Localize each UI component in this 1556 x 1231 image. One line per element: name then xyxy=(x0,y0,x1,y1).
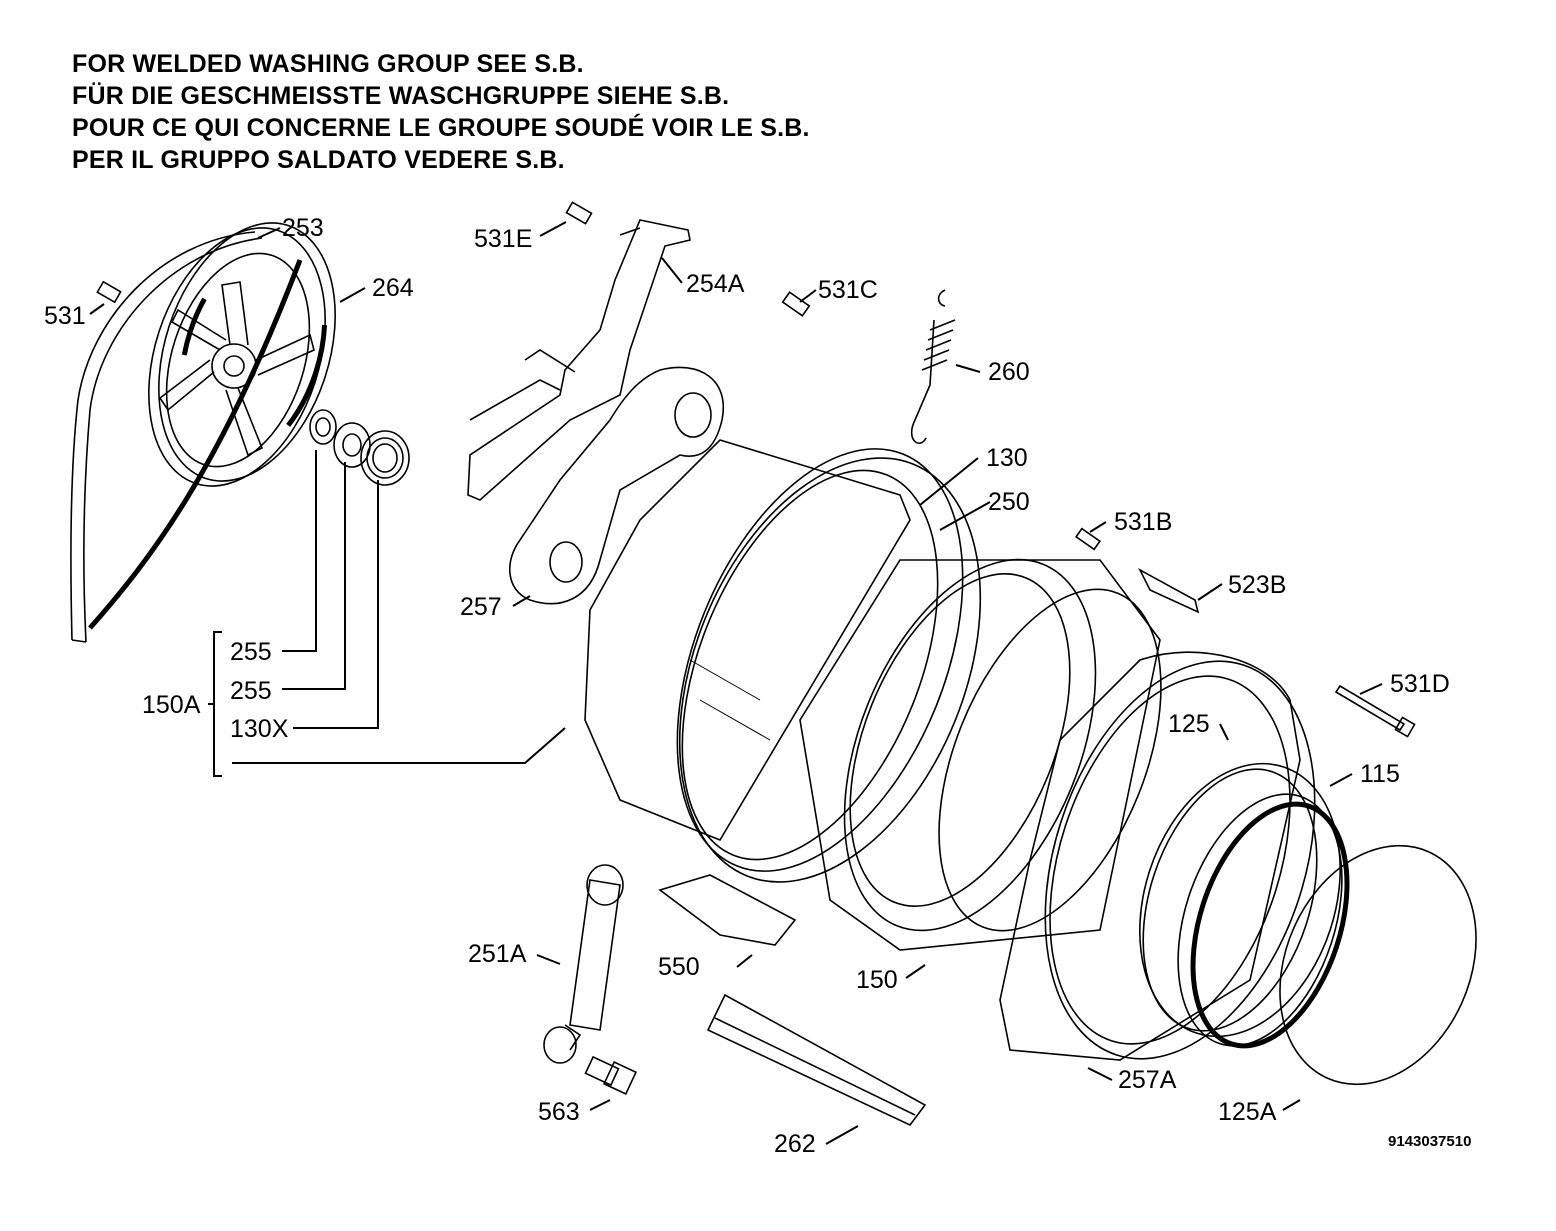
screw-531C xyxy=(781,291,811,317)
note-english: FOR WELDED WASHING GROUP SEE S.B. xyxy=(72,50,584,78)
door-seal-part xyxy=(1139,762,1350,1049)
front-cover-part xyxy=(1279,844,1477,1086)
label-260: 260 xyxy=(988,358,1030,386)
label-253: 253 xyxy=(282,214,324,242)
bearings-part xyxy=(309,409,410,486)
label-531E: 531E xyxy=(474,225,533,253)
screw-531E xyxy=(565,201,593,225)
label-125: 125 xyxy=(1168,710,1210,738)
label-262: 262 xyxy=(774,1130,816,1158)
pulley-part xyxy=(148,222,336,487)
leader-lines xyxy=(89,221,1383,1145)
lifter-part xyxy=(706,993,927,1127)
screw-531B xyxy=(1075,527,1101,551)
label-264: 264 xyxy=(372,274,414,302)
document-number: 9143037510 xyxy=(1388,1133,1472,1150)
label-150A: 150A xyxy=(142,691,201,719)
label-115: 115 xyxy=(1360,760,1400,788)
shock-absorber-part xyxy=(543,864,624,1064)
sensor-part xyxy=(1138,568,1200,614)
label-531B: 531B xyxy=(1114,508,1173,536)
spider-bracket-part xyxy=(467,219,691,501)
front-tub-part xyxy=(999,651,1316,1061)
drive-belt-part xyxy=(70,231,303,643)
label-150: 150 xyxy=(856,966,898,994)
note-italian: PER IL GRUPPO SALDATO VEDERE S.B. xyxy=(72,146,565,174)
label-254A: 254A xyxy=(686,270,745,298)
spring-part xyxy=(910,289,956,444)
label-250: 250 xyxy=(988,488,1030,516)
label-531D: 531D xyxy=(1390,670,1450,698)
drum-part xyxy=(799,558,1162,951)
screw-563 xyxy=(584,1055,638,1096)
label-130X: 130X xyxy=(230,715,289,743)
label-531C: 531C xyxy=(818,276,878,304)
label-257A: 257A xyxy=(1118,1066,1177,1094)
bracket-part xyxy=(658,874,797,946)
label-255-first: 255 xyxy=(230,638,272,666)
label-563: 563 xyxy=(538,1098,580,1126)
screw-531 xyxy=(96,280,122,304)
label-550: 550 xyxy=(658,953,700,981)
label-523B: 523B xyxy=(1228,571,1287,599)
counterweight-rear-part xyxy=(509,366,725,605)
label-251A: 251A xyxy=(468,940,527,968)
note-german: FÜR DIE GESCHMEISSTE WASCHGRUPPE SIEHE S… xyxy=(72,82,730,110)
label-531: 531 xyxy=(44,302,86,330)
label-255-second: 255 xyxy=(230,677,272,705)
rear-tub-part xyxy=(584,439,982,883)
label-130: 130 xyxy=(986,444,1028,472)
screw-531D xyxy=(1334,684,1416,738)
label-125A: 125A xyxy=(1218,1098,1277,1126)
note-french: POUR CE QUI CONCERNE LE GROUPE SOUDÉ VOI… xyxy=(72,114,810,142)
label-257: 257 xyxy=(460,593,502,621)
